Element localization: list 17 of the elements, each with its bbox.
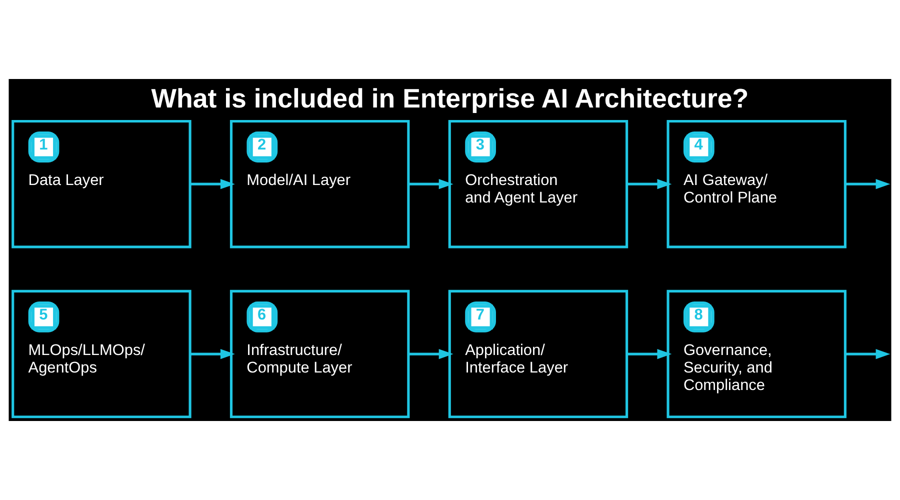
arrow xyxy=(626,348,672,360)
node-box: 2 Model/AI Layer xyxy=(230,120,410,248)
arrow xyxy=(626,179,672,190)
arrow xyxy=(845,179,890,190)
node-box: 7 Application/ Interface Layer xyxy=(448,290,628,418)
diagram-title: What is included in Enterprise AI Architecture? xyxy=(151,84,749,114)
arrow xyxy=(190,348,235,360)
node-box: 6 Infrastructure/ Compute Layer xyxy=(230,290,410,418)
node-box: 5 MLOps/LLMOps/ AgentOps xyxy=(12,290,192,418)
arrow xyxy=(190,179,235,190)
arrow xyxy=(408,179,454,190)
arrow xyxy=(845,348,890,360)
node-box: 1 Data Layer xyxy=(12,120,192,248)
arrow xyxy=(408,348,454,360)
node-box: 4 AI Gateway/ Control Plane xyxy=(666,120,846,248)
node-box: 3 Orchestration and Agent Layer xyxy=(448,120,628,248)
node-box: 8 Governance, Security, and Compliance xyxy=(666,290,846,418)
